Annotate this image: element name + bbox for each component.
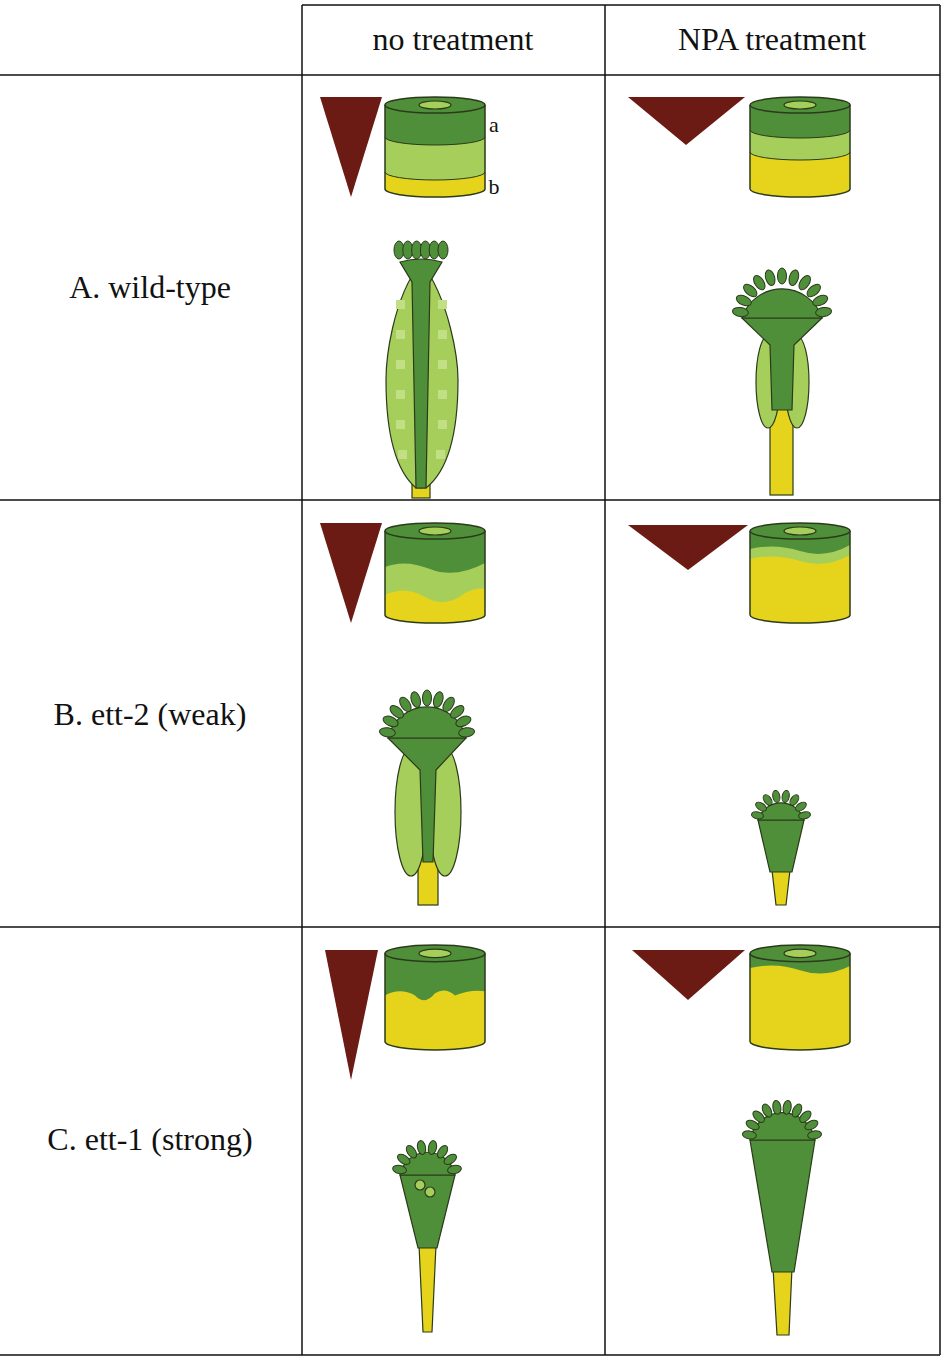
stigma-papilla	[811, 293, 829, 308]
stigma-papilla	[732, 306, 749, 317]
stigma-papilla	[416, 1140, 427, 1155]
stigma-papilla	[379, 727, 396, 738]
stigma-papilla	[787, 269, 800, 287]
table-grid	[0, 5, 940, 1355]
stigma-papilla	[760, 1103, 773, 1119]
gynoecium	[386, 259, 822, 1335]
stigma-papilla	[815, 306, 832, 317]
stigma-papilla	[807, 1130, 822, 1140]
stigma-papilla	[798, 811, 811, 820]
stigma	[379, 241, 832, 1175]
stigma-papilla	[392, 1164, 407, 1175]
column-header: no treatment	[373, 22, 534, 57]
stigma-papilla	[761, 793, 773, 807]
stigma-papilla	[764, 269, 777, 287]
stigma-papilla	[794, 800, 808, 812]
row-header: C. ett-1 (strong)	[47, 1122, 252, 1157]
stigma-papilla	[772, 790, 781, 803]
row-header: B. ett-2 (weak)	[54, 697, 247, 732]
stigma-papilla	[454, 714, 472, 729]
stigma-papilla	[781, 790, 790, 803]
stigma-papilla	[772, 1100, 782, 1115]
auxin-gradient	[320, 97, 748, 1080]
stigma-papilla	[447, 1164, 462, 1175]
stigma-papilla	[782, 1100, 792, 1115]
stigma-papilla	[751, 811, 764, 820]
region-letter: b	[489, 175, 500, 199]
row-header: A. wild-type	[69, 270, 231, 305]
stigma-papilla	[803, 1118, 819, 1131]
stigma-papilla	[778, 268, 787, 284]
stigma-papilla	[458, 727, 475, 738]
stigma-papilla	[742, 1130, 757, 1140]
stigma-papilla	[427, 1140, 438, 1155]
stigma-papilla	[442, 1152, 458, 1166]
stigma-papilla	[409, 691, 422, 709]
gynoecium-primordium	[385, 97, 850, 1050]
stigma-papilla	[423, 690, 432, 706]
region-letter: a	[489, 113, 499, 137]
stigma-papilla	[404, 1144, 418, 1160]
stigma-papilla	[438, 241, 448, 259]
column-header: NPA treatment	[678, 22, 866, 57]
